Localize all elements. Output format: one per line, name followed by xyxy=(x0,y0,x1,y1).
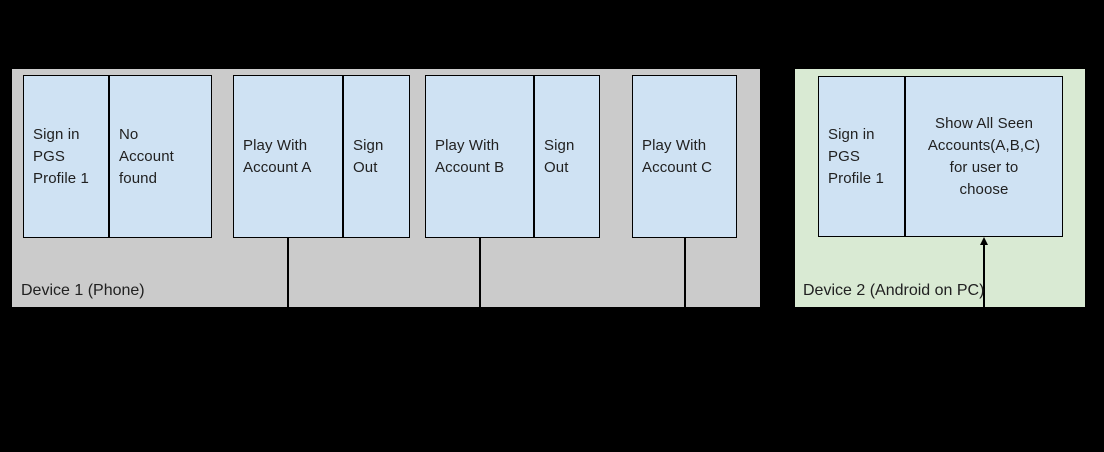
up-arrow-head-icon xyxy=(980,237,988,245)
device1-panel: Sign in PGS Profile 1 No Account found P… xyxy=(12,69,760,307)
connector-line-account-a xyxy=(287,238,289,307)
cell-sign-out-a-text: Sign Out xyxy=(353,136,384,176)
cell-device2-sign-in-pgs-profile1: Sign in PGS Profile 1 xyxy=(819,77,906,236)
cell-show-all-seen-accounts-text: Show All Seen Accounts(A,B,C) for user t… xyxy=(927,114,1041,198)
device2-label: Device 2 (Android on PC) xyxy=(803,282,985,299)
cell-show-all-seen-accounts: Show All Seen Accounts(A,B,C) for user t… xyxy=(906,77,1062,236)
cell-sign-in-pgs-profile1-text: Sign in PGS Profile 1 xyxy=(33,125,89,187)
cell-no-account-found-text: No Account found xyxy=(119,125,174,187)
connector-line-account-c xyxy=(684,238,686,307)
cell-play-with-account-c-text: Play With Account C xyxy=(642,136,713,176)
up-arrow-line xyxy=(983,244,985,307)
cell-play-with-account-b-text: Play With Account B xyxy=(435,136,505,176)
connector-line-account-b xyxy=(479,238,481,307)
cell-no-account-found: No Account found xyxy=(110,76,211,237)
cell-play-with-account-a-text: Play With Account A xyxy=(243,136,312,176)
state-group-signin-noaccount: Sign in PGS Profile 1 No Account found xyxy=(23,75,212,238)
state-group-play-account-a: Play With Account A Sign Out xyxy=(233,75,410,238)
cell-sign-out-b-text: Sign Out xyxy=(544,136,575,176)
cell-play-with-account-c: Play With Account C xyxy=(633,76,736,237)
state-group-device2-signin-show: Sign in PGS Profile 1 Show All Seen Acco… xyxy=(818,76,1063,237)
device2-panel: Sign in PGS Profile 1 Show All Seen Acco… xyxy=(795,69,1085,307)
cell-sign-out-b: Sign Out xyxy=(535,76,599,237)
cell-sign-in-pgs-profile1: Sign in PGS Profile 1 xyxy=(24,76,110,237)
device1-label: Device 1 (Phone) xyxy=(21,282,145,299)
cell-play-with-account-a: Play With Account A xyxy=(234,76,344,237)
state-group-play-account-c: Play With Account C xyxy=(632,75,737,238)
cell-sign-out-a: Sign Out xyxy=(344,76,409,237)
cell-play-with-account-b: Play With Account B xyxy=(426,76,535,237)
cell-device2-sign-in-pgs-profile1-text: Sign in PGS Profile 1 xyxy=(828,125,884,187)
state-group-play-account-b: Play With Account B Sign Out xyxy=(425,75,600,238)
